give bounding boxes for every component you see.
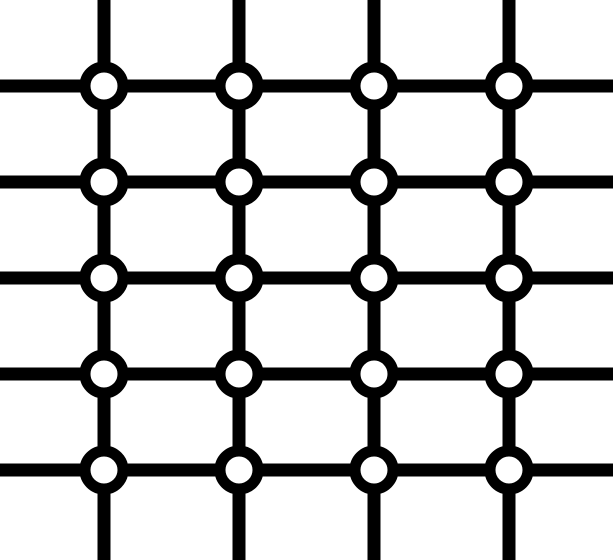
grid-node-r2-c4 xyxy=(484,157,534,207)
grid-node-r5-c3 xyxy=(349,445,399,495)
grid-node-r4-c2 xyxy=(214,349,264,399)
grid-node-r4-c4 xyxy=(484,349,534,399)
grid-node-r3-c2 xyxy=(214,253,264,303)
grid-node-r1-c1 xyxy=(79,61,129,111)
grid-node-r5-c1 xyxy=(79,445,129,495)
grid-nodes xyxy=(79,61,534,495)
grid-node-r1-c2 xyxy=(214,61,264,111)
grid-node-r4-c3 xyxy=(349,349,399,399)
grid-node-r5-c2 xyxy=(214,445,264,495)
grid-node-r1-c4 xyxy=(484,61,534,111)
grid-node-r1-c3 xyxy=(349,61,399,111)
grid-node-r3-c4 xyxy=(484,253,534,303)
grid-node-r2-c3 xyxy=(349,157,399,207)
grid-node-r3-c1 xyxy=(79,253,129,303)
grid-node-r2-c2 xyxy=(214,157,264,207)
grid-node-r4-c1 xyxy=(79,349,129,399)
grid-node-r2-c1 xyxy=(79,157,129,207)
grid-node-r5-c4 xyxy=(484,445,534,495)
grid-node-r3-c3 xyxy=(349,253,399,303)
